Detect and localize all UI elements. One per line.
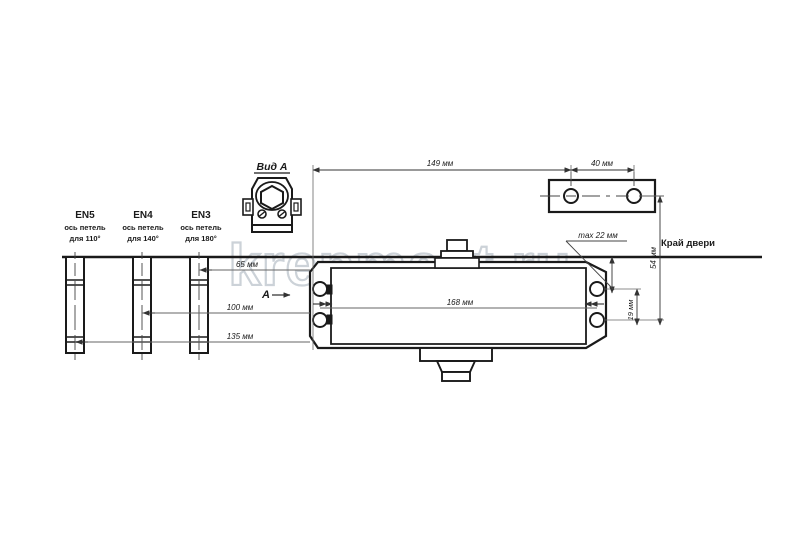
mount-hole-left-bottom (312, 312, 328, 328)
dimension-max22: max 22 мм (565, 231, 627, 294)
hinge-label-en4-code: EN4 (133, 210, 153, 221)
valve-stem (441, 371, 471, 382)
detail-screw-left-slot (259, 211, 265, 217)
dimension-54: 54 мм (604, 195, 664, 326)
hinge-label-en5-code: EN5 (75, 210, 95, 221)
valve-taper (435, 360, 477, 373)
arm-plate-group (540, 172, 664, 214)
hinge-pin-en3 (189, 252, 209, 360)
door-closer-body-group (308, 239, 608, 382)
dim-54-label: 54 мм (649, 246, 658, 269)
detail-view-a-label: Вид А (257, 161, 288, 173)
dim-149-label: 149 мм (427, 159, 454, 168)
hinge-label-en4-line2: для 140° (127, 234, 159, 243)
closer-spindle-cap (446, 239, 468, 252)
mount-hole-right-top (589, 281, 605, 297)
dim-max22-label: max 22 мм (578, 231, 618, 240)
door-edge-label: Край двери (661, 238, 715, 249)
detail-right-lug-inner (293, 202, 299, 212)
dim-65-label: 65 мм (236, 260, 259, 269)
closer-side-tab-top (326, 284, 333, 295)
dim-19-label: 19 мм (626, 300, 635, 321)
dimension-135: 135 мм (75, 332, 310, 345)
hinge-label-en3-line1: ось петель (180, 223, 222, 232)
closer-spindle-collar (440, 250, 474, 259)
hinge-pin-en4 (132, 252, 152, 360)
detail-view-a: Вид А (242, 161, 302, 233)
hinge-label-en5: EN5 ось петель для 110° (64, 210, 106, 243)
hinge-label-en5-line2: для 110° (69, 234, 100, 243)
hex-nut-icon (260, 184, 284, 211)
hinge-label-en5-line1: ось петель (64, 223, 106, 232)
dim-100-label: 100 мм (227, 303, 254, 312)
hinge-labels-group: EN5 ось петель для 110° EN4 ось петель д… (64, 210, 222, 243)
hinge-label-en3-code: EN3 (191, 210, 211, 221)
door-edge-group: Край двери (62, 238, 762, 259)
hinge-label-en4-line1: ось петель (122, 223, 164, 232)
dimension-40: 40 мм (570, 159, 635, 180)
valve-base-plate (419, 347, 493, 362)
detail-left-lug-inner (245, 202, 251, 212)
dim-168-label: 168 мм (447, 298, 474, 307)
detail-screw-right-slot (279, 211, 285, 217)
dimension-100: 100 мм (142, 303, 310, 316)
arm-plate-hole-right (626, 188, 642, 204)
hinge-label-en3: EN3 ось петель для 180° (180, 210, 222, 243)
dimension-65: 65 мм (199, 260, 310, 273)
closer-spindle-base (434, 257, 480, 269)
closer-side-tab-bottom (326, 314, 333, 325)
section-marker-a-label: A (261, 289, 270, 301)
mount-hole-left-top (312, 281, 328, 297)
dim-40-label: 40 мм (591, 159, 614, 168)
hinge-label-en3-line2: для 180° (185, 234, 217, 243)
detail-base-plate (251, 224, 293, 233)
hinge-pin-en5 (65, 252, 85, 360)
dim-135-label: 135 мм (227, 332, 254, 341)
hinge-label-en4: EN4 ось петель для 140° (122, 210, 164, 243)
dim-max22-leader-diag (565, 240, 615, 291)
mount-hole-right-bottom (589, 312, 605, 328)
section-marker-a: A (261, 289, 291, 301)
